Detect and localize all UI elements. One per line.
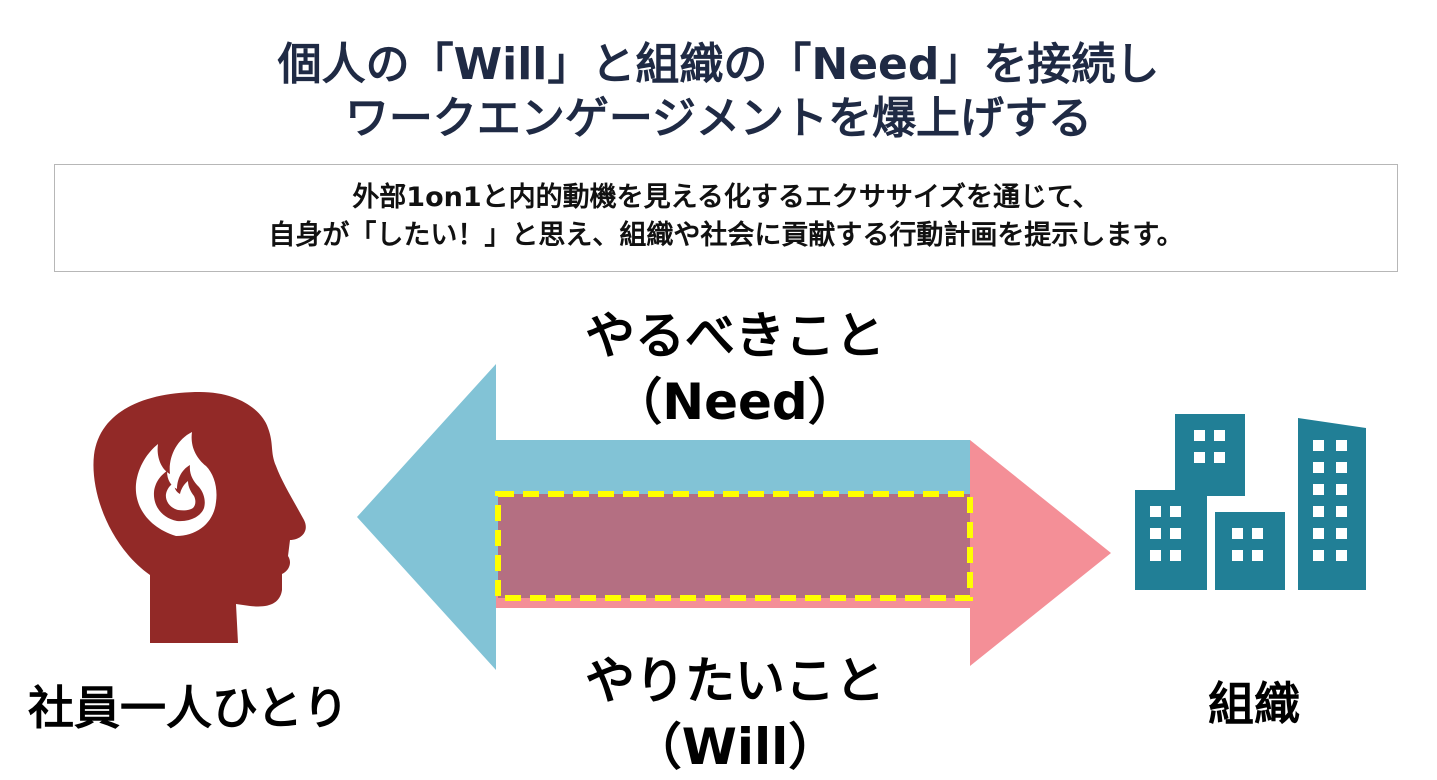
person-label: 社員一人ひとり <box>28 681 349 735</box>
organization-label: 組織 <box>1208 677 1300 731</box>
need-label-line-1: やるべきこと <box>585 307 885 365</box>
subtitle-line-2: 自身が「したい！」と思え、組織や社会に貢献する行動計画を提示します。 <box>268 220 1184 251</box>
building-windows <box>1150 430 1347 561</box>
need-label: やるべきこと （Need） <box>585 303 885 435</box>
will-label: やりたいこと （Will） <box>585 648 885 780</box>
office-buildings-icon <box>1135 414 1366 590</box>
title-line-2: ワークエンゲージメントを爆上げする <box>344 93 1093 144</box>
subtitle-line-1: 外部1on1と内的動機を見える化するエクササイズを通じて、 <box>352 182 1100 213</box>
head-with-flame-icon <box>93 392 306 643</box>
page-title: 個人の「Will」と組織の「Need」を接続し ワークエンゲージメントを爆上げす… <box>0 38 1437 146</box>
will-label-line-2: （Will） <box>631 718 839 776</box>
need-label-line-2: （Need） <box>612 373 858 431</box>
overlap-area <box>495 491 973 601</box>
will-arrow <box>496 440 1111 666</box>
title-line-1: 個人の「Will」と組織の「Need」を接続し <box>277 39 1160 90</box>
will-label-line-1: やりたいこと <box>585 652 885 710</box>
subtitle-box: 外部1on1と内的動機を見える化するエクササイズを通じて、 自身が「したい！」と… <box>54 164 1398 272</box>
